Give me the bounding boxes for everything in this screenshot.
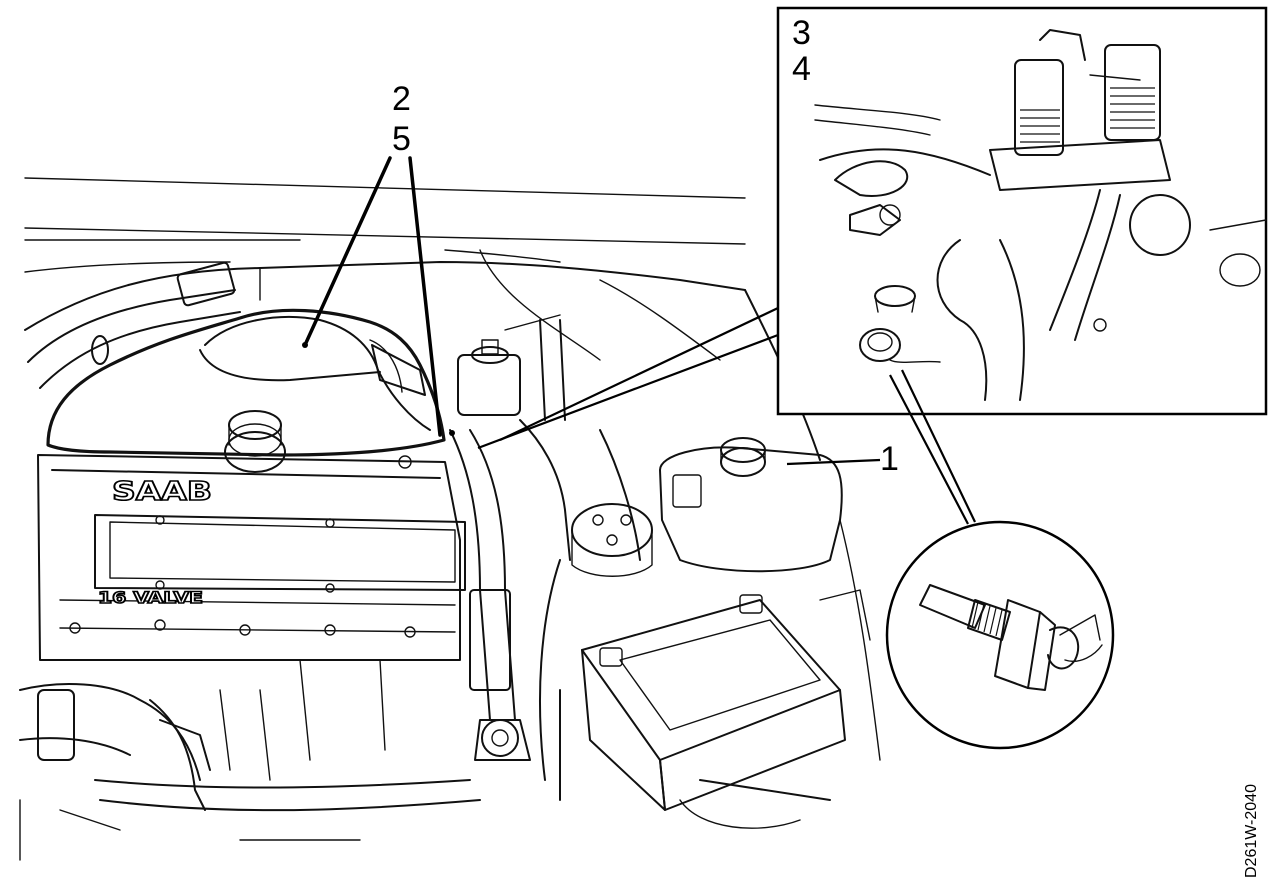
coolant-expansion-tank [659, 437, 843, 573]
callout-3: 3 [792, 14, 811, 52]
valve-cover: SAAB 16 VALVE [37, 454, 466, 661]
lower-engine-pipes [19, 659, 481, 861]
callout-1: 1 [880, 440, 899, 478]
oil-filler-cap [224, 410, 286, 473]
valve-cover-bolts [69, 455, 416, 638]
brake-fluid-reservoir [457, 314, 566, 421]
connector-hatching-left [1020, 109, 1060, 143]
air-intake-cover [46, 308, 446, 457]
support-strut [449, 429, 531, 761]
callout-5: 5 [392, 120, 411, 158]
callout-4: 4 [792, 50, 811, 88]
leader-dot-2 [302, 342, 308, 348]
leader-dot-5 [449, 430, 455, 436]
upper-coolant-hose [27, 261, 241, 389]
callout-2: 2 [392, 80, 411, 118]
figure-code: D261W-2040 [1243, 784, 1260, 878]
inset-leader-lines [477, 307, 779, 450]
battery [559, 594, 846, 829]
callout-leaders [303, 156, 881, 466]
distributor [571, 503, 653, 577]
brand-embossing: SAAB [112, 477, 212, 507]
valve-embossing: 16 VALVE [98, 588, 203, 607]
connector-hatching-right [1110, 87, 1155, 129]
sensor-thread-hatching [971, 601, 1003, 637]
hood-edge-lines [24, 177, 746, 331]
inset-connector-detail: 3 4 [776, 6, 1268, 416]
temperature-sensor-detail [885, 369, 1115, 750]
